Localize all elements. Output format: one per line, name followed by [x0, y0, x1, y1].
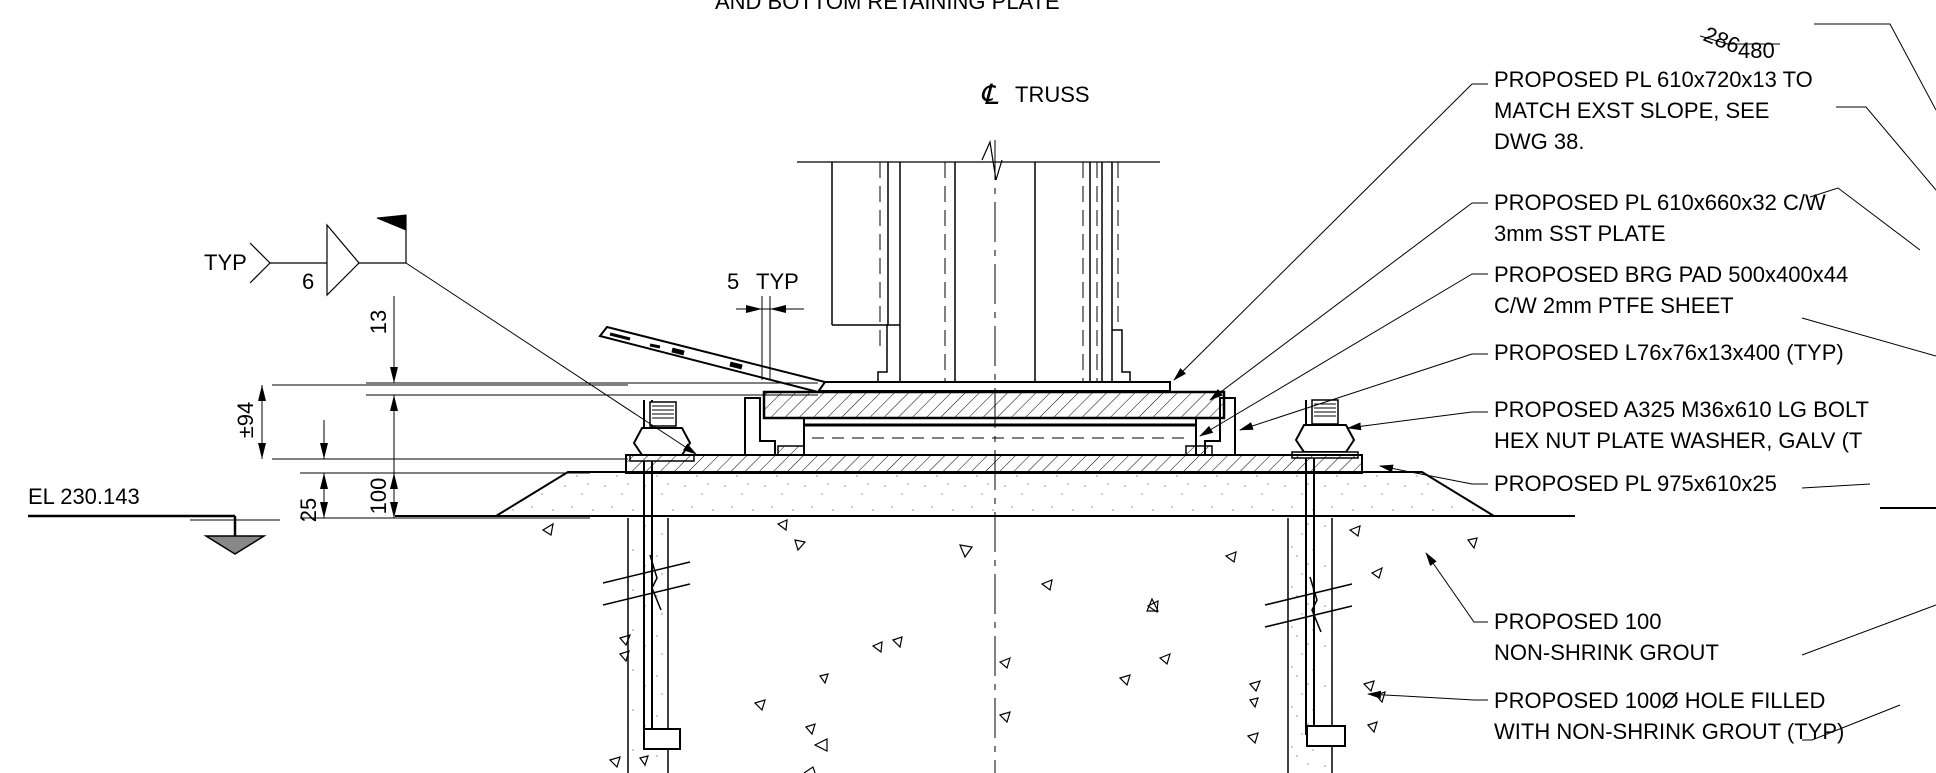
- elevation-marker: [28, 514, 280, 555]
- callout-line: PROPOSED 100: [1494, 609, 1662, 634]
- callout-base-plate: PROPOSED PL 975x610x25: [1494, 468, 1777, 499]
- dim-94: ±94: [233, 402, 258, 439]
- callout-plate-610x720: PROPOSED PL 610x720x13 TO MATCH EXST SLO…: [1494, 64, 1813, 157]
- elevation-label: EL 230.143: [28, 484, 140, 509]
- slope-b: 480: [1738, 38, 1775, 63]
- existing-plate: [598, 325, 827, 394]
- callout-line: MATCH EXST SLOPE, SEE: [1494, 98, 1770, 123]
- angle-left: [744, 397, 776, 456]
- callout-line: NON-SHRINK GROUT: [1494, 640, 1719, 665]
- gap-value: 5: [727, 269, 739, 294]
- callout-line: C/W 2mm PTFE SHEET: [1494, 293, 1734, 318]
- callout-line: HEX NUT PLATE WASHER, GALV (T: [1494, 428, 1863, 453]
- truss-label: TRUSS: [1015, 82, 1090, 107]
- dimension-arrows: [258, 367, 398, 518]
- callout-line: PROPOSED BRG PAD 500x400x44: [1494, 262, 1849, 287]
- callout-line: PROPOSED PL 610x660x32 C/W: [1494, 190, 1826, 215]
- title-fragment: AND BOTTOM RETAINING PLATE: [715, 0, 1060, 14]
- plate-610x720: [815, 381, 1171, 392]
- callout-line: PROPOSED 100Ø HOLE FILLED: [1494, 688, 1826, 713]
- callout-grout-hole: PROPOSED 100Ø HOLE FILLED WITH NON-SHRIN…: [1494, 685, 1844, 747]
- leader-lines: [1173, 23, 1936, 741]
- dim-100: 100: [366, 478, 391, 515]
- truss-member: [797, 161, 1160, 383]
- gap-typ: TYP: [756, 269, 799, 294]
- callout-grout: PROPOSED 100 NON-SHRINK GROUT: [1494, 606, 1719, 668]
- callout-line: PROPOSED L76x76x13x400 (TYP): [1494, 340, 1844, 365]
- callout-anchor-bolt: PROPOSED A325 M36x610 LG BOLT HEX NUT PL…: [1494, 394, 1869, 456]
- sole-plate-610x660: [762, 390, 1226, 420]
- callout-angle: PROPOSED L76x76x13x400 (TYP): [1494, 337, 1844, 368]
- weld-symbol: [249, 214, 697, 455]
- callout-line: PROPOSED PL 610x720x13 TO: [1494, 67, 1813, 92]
- callout-line: PROPOSED A325 M36x610 LG BOLT: [1494, 397, 1869, 422]
- callout-line: PROPOSED PL 975x610x25: [1494, 471, 1777, 496]
- callout-line: WITH NON-SHRINK GROUT (TYP): [1494, 719, 1845, 744]
- weld-typ: TYP: [204, 250, 247, 275]
- weld-size: 6: [302, 269, 314, 294]
- callout-line: DWG 38.: [1494, 129, 1585, 154]
- dimension-lines: [261, 296, 818, 519]
- callout-plate-610x660: PROPOSED PL 610x660x32 C/W 3mm SST PLATE: [1494, 187, 1826, 249]
- centerline-symbol: ℄: [980, 79, 999, 110]
- callout-line: 3mm SST PLATE: [1494, 221, 1666, 246]
- dim-25: 25: [296, 498, 321, 522]
- callout-bearing-pad: PROPOSED BRG PAD 500x400x44 C/W 2mm PTFE…: [1494, 259, 1848, 321]
- dim-13: 13: [366, 310, 391, 334]
- base-plate: [625, 454, 1363, 474]
